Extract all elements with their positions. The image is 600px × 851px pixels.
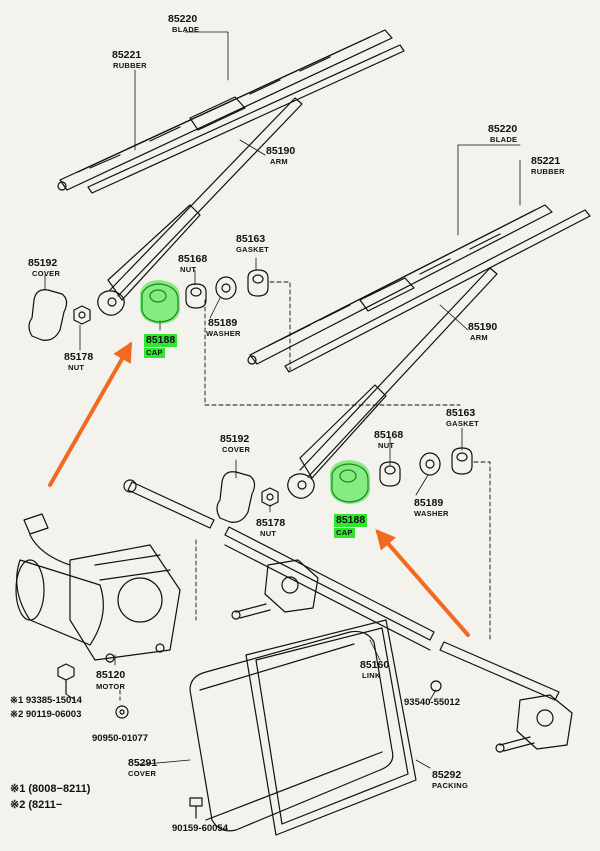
label-gasket-left-num: 85163 <box>236 233 266 245</box>
nut-178-left <box>73 305 91 325</box>
cover-left <box>28 289 68 341</box>
label-nut168-left-name: NUT <box>180 265 197 274</box>
label-washer-left-name: WASHER <box>206 329 241 338</box>
arm-right <box>287 267 498 499</box>
label-packing-name: PACKING <box>432 781 469 790</box>
label-nut168-left-num: 85168 <box>178 253 208 265</box>
label-blade-left-num: 85220 <box>168 13 198 25</box>
cover-85291 <box>189 630 394 832</box>
label-washer-90950: 90950-01077 <box>92 733 148 744</box>
label-cap-right-num: 85188 <box>334 514 368 527</box>
label-link-name: LINK <box>362 671 381 680</box>
label-blade-right-name: BLADE <box>490 135 518 144</box>
label-packing-num: 85292 <box>432 769 462 781</box>
label-washer-left-num: 85189 <box>208 317 238 329</box>
label-arm-left-num: 85190 <box>266 145 296 157</box>
label-link-num: 85160 <box>360 659 390 671</box>
label-cover-left-num: 85192 <box>28 257 58 269</box>
label-motor-num: 85120 <box>96 669 126 681</box>
motor <box>15 513 181 663</box>
label-nut178-right-name: NUT <box>260 529 277 538</box>
label-cover-left-name: COVER <box>32 269 61 278</box>
gasket-right <box>451 447 473 475</box>
label-grommet-93540: 93540-55012 <box>404 697 460 708</box>
label-nut168-right-num: 85168 <box>374 429 404 441</box>
label-rubber-right-name: RUBBER <box>531 167 565 176</box>
label-gasket-right-num: 85163 <box>446 407 476 419</box>
note-range-2: ※2 (8211− <box>10 799 63 811</box>
label-gasket-right-name: GASKET <box>446 419 480 428</box>
label-blade-right-num: 85220 <box>488 123 518 135</box>
link <box>123 479 573 750</box>
assembly-lines <box>119 281 491 701</box>
label-bolt-90119: ※2 90119-06003 <box>10 709 82 720</box>
bolt-93385 <box>57 663 75 695</box>
arrow-to-cap-left <box>48 341 132 487</box>
screw-90159 <box>189 797 203 819</box>
nut-178-right <box>261 487 279 507</box>
label-gasket-left-name: GASKET <box>236 245 270 254</box>
note-range-1: ※1 (8008−8211) <box>10 783 91 795</box>
label-arm-left-name: ARM <box>270 157 288 166</box>
leader-lines <box>44 31 521 769</box>
label-rubber-left-num: 85221 <box>112 49 142 61</box>
label-bolt-93385: ※1 93385-15014 <box>10 695 82 706</box>
nut-168-left <box>185 283 207 309</box>
label-arm-right-num: 85190 <box>468 321 498 333</box>
label-nut168-right-name: NUT <box>378 441 395 450</box>
rubber-left <box>87 44 405 194</box>
blade-left <box>57 29 393 191</box>
label-cap-left-name: CAP <box>144 348 165 358</box>
gasket-left <box>247 269 269 297</box>
nut-168-right <box>379 461 401 487</box>
label-cover-right-num: 85192 <box>220 433 250 445</box>
cover-right <box>216 471 256 523</box>
label-rubber-left-name: RUBBER <box>113 61 147 70</box>
label-cap-left-num: 85188 <box>144 334 178 347</box>
label-rubber-right-num: 85221 <box>531 155 561 167</box>
arrow-to-cap-right <box>375 528 470 637</box>
washer-90950 <box>115 705 129 719</box>
label-nut178-left-name: NUT <box>68 363 85 372</box>
label-washer-right-name: WASHER <box>414 509 449 518</box>
label-nut178-left-num: 85178 <box>64 351 94 363</box>
label-cover291-num: 85291 <box>128 757 158 769</box>
label-motor-name: MOTOR <box>96 682 126 691</box>
label-cap-right-name: CAP <box>334 528 355 538</box>
washer-right <box>419 452 441 476</box>
label-washer-right-num: 85189 <box>414 497 444 509</box>
cap-highlights <box>140 280 370 504</box>
label-arm-right-name: ARM <box>470 333 488 342</box>
pivot-bolts <box>231 603 535 753</box>
label-screw-90159: 90159-60054 <box>172 823 228 834</box>
packing-85292 <box>245 619 417 836</box>
blade-right <box>247 204 553 365</box>
washer-left <box>215 276 237 300</box>
arm-left <box>97 97 303 316</box>
pointer-arrows <box>48 341 470 637</box>
label-blade-left-name: BLADE <box>172 25 200 34</box>
grommet-93540 <box>430 680 442 692</box>
label-cover-right-name: COVER <box>222 445 251 454</box>
rubber-right <box>284 209 591 373</box>
label-nut178-right-num: 85178 <box>256 517 286 529</box>
label-cover291-name: COVER <box>128 769 157 778</box>
